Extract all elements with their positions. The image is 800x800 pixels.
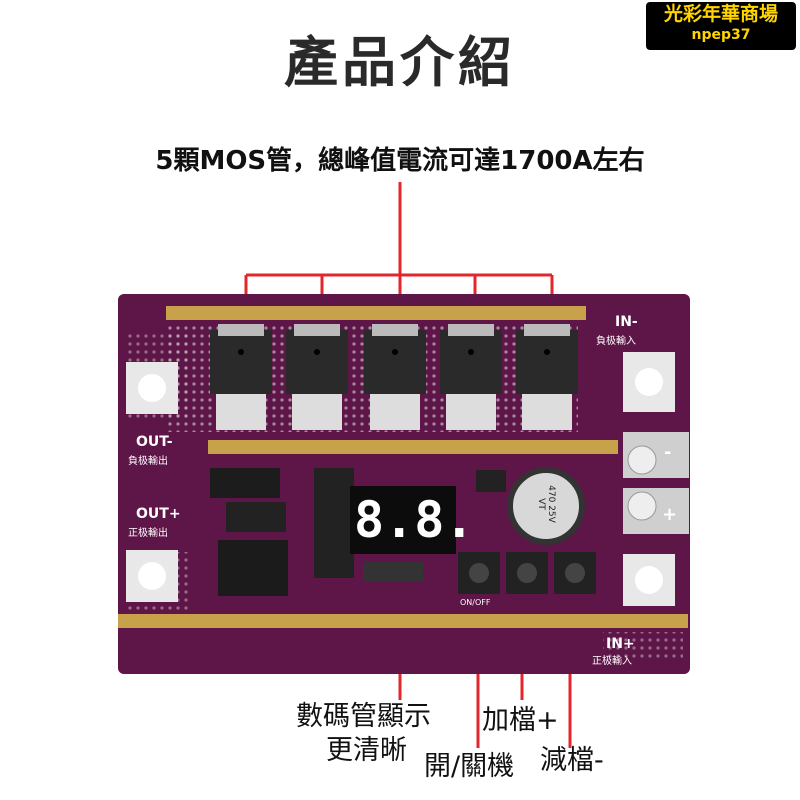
mos-caption: 5顆MOS管，總峰值電流可達1700A左右 — [155, 146, 645, 176]
copper-strip-top — [166, 306, 586, 320]
plus-button-caption: 加檔+ — [482, 705, 559, 736]
copper-strip-mid — [208, 440, 618, 454]
capacitor — [507, 467, 585, 545]
silk-out-pos-cn: 正极輸出 — [128, 528, 168, 539]
silk-minus: - — [664, 442, 672, 463]
seven-segment-display — [350, 486, 456, 554]
silk-out-pos: OUT+ — [136, 506, 181, 522]
pcb-board: 8.8. 470 25V VT IN- 負极輸入 IN+ 正极輸入 OUT- 負… — [118, 292, 690, 674]
shop-id: npep37 — [691, 27, 751, 43]
button-blocks — [458, 552, 596, 594]
shop-watermark: 光彩年華商場 npep37 — [646, 2, 796, 50]
silk-out-neg-cn: 負极輸出 — [128, 456, 168, 467]
display-digits: 8.8. — [354, 491, 475, 549]
page-title: 產品介紹 — [284, 30, 516, 94]
copper-strip-bottom — [118, 614, 688, 628]
minus-button-caption: 減檔- — [540, 745, 604, 776]
display-caption-2: 更清晰 — [326, 735, 407, 766]
silk-in-pos-cn: 正极輸入 — [592, 656, 632, 667]
silk-out-neg: OUT- — [136, 434, 173, 450]
display-caption-1: 數碼管顯示 — [296, 701, 431, 732]
silk-in-neg-cn: 負极輸入 — [596, 336, 636, 347]
capacitor-label: 470 25V VT — [536, 485, 556, 523]
silk-in-pos: IN+ — [606, 636, 635, 652]
mosfet-row — [210, 324, 578, 430]
silk-plus: + — [662, 504, 678, 525]
power-button-caption: 開/關機 — [424, 751, 515, 782]
shop-name: 光彩年華商場 — [663, 3, 778, 25]
silk-in-neg: IN- — [615, 314, 638, 330]
buzzer — [218, 540, 288, 596]
ic-chip — [314, 468, 354, 578]
silk-onoff: ON/OFF — [460, 598, 491, 607]
